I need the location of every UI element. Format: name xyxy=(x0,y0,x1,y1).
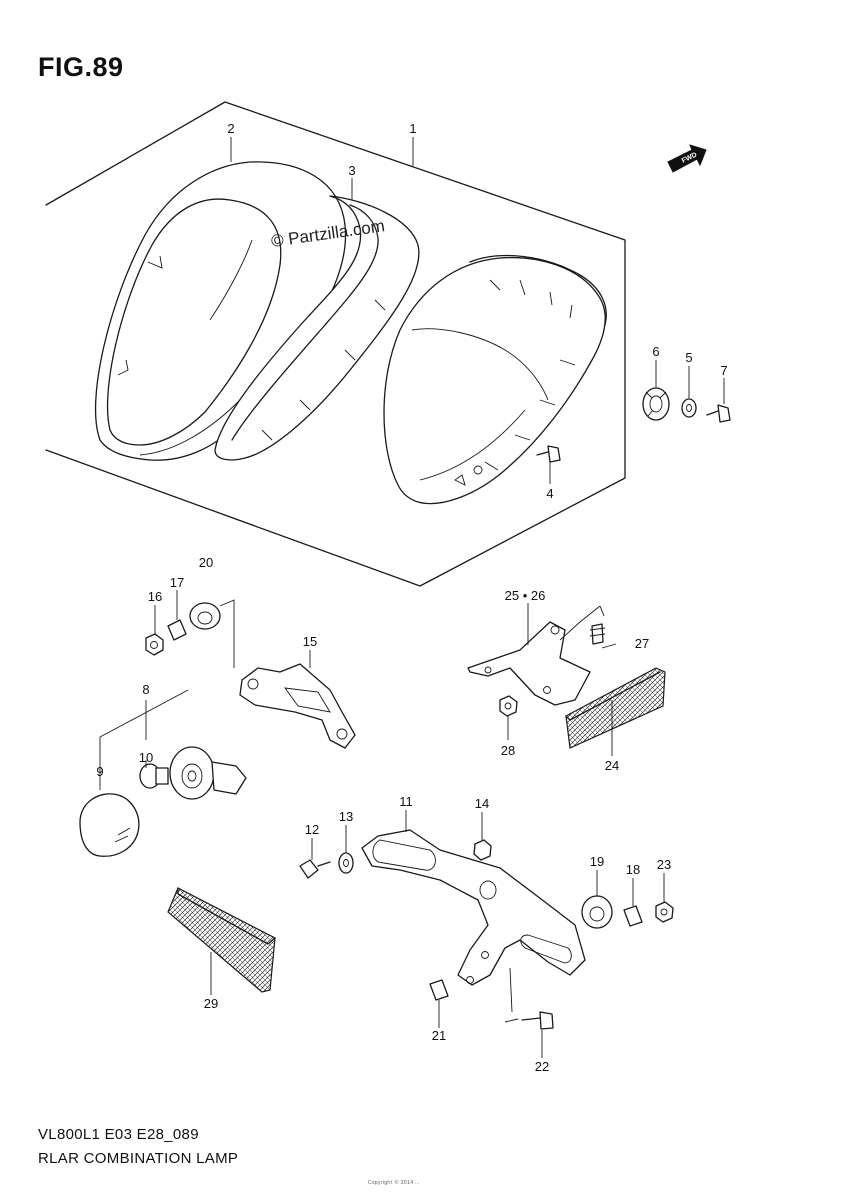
part-1-lamp-body xyxy=(383,254,607,505)
part-7-screw xyxy=(706,404,731,423)
part-11-bracket xyxy=(361,829,586,986)
part-15-bracket xyxy=(239,663,356,749)
part-18-collar xyxy=(623,905,643,927)
callout-2: 2 xyxy=(227,121,234,136)
callout-6: 6 xyxy=(652,344,659,359)
callout-25-26: 25 • 26 xyxy=(505,588,546,603)
callout-5: 5 xyxy=(685,350,692,365)
callout-21: 21 xyxy=(432,1028,446,1043)
part-6-grommet xyxy=(642,387,670,421)
part-8-socket xyxy=(169,746,247,800)
part-17-collar xyxy=(167,619,187,641)
part-9-lens-cap xyxy=(79,793,140,857)
part-27-screw xyxy=(589,623,606,645)
callout-7: 7 xyxy=(720,363,727,378)
leader-8-group xyxy=(99,689,189,738)
figure-title: FIG.89 xyxy=(38,52,124,82)
part-19-grommet xyxy=(581,895,613,929)
part-3-gasket xyxy=(214,195,420,461)
copyright-note: Copyright © 2014 ... xyxy=(368,1180,420,1186)
callout-18: 18 xyxy=(626,862,640,877)
callout-4: 4 xyxy=(546,486,553,501)
callout-10: 10 xyxy=(139,750,153,765)
callout-23: 23 xyxy=(657,857,671,872)
model-code: VL800L1 E03 E28_089 xyxy=(38,1126,199,1143)
part-22-bolt xyxy=(504,967,554,1030)
callout-3: 3 xyxy=(348,163,355,178)
part-25-26-bracket xyxy=(467,605,605,706)
assembly-box-outline xyxy=(45,101,626,587)
part-13-washer xyxy=(338,852,354,874)
callout-29: 29 xyxy=(204,996,218,1011)
part-14-nut xyxy=(473,839,492,861)
callout-27: 27 xyxy=(635,636,649,651)
callout-16: 16 xyxy=(148,589,162,604)
callout-17: 17 xyxy=(170,575,184,590)
callout-11: 11 xyxy=(399,794,413,809)
callout-1: 1 xyxy=(409,121,416,136)
callout-labels: 1 2 3 4 5 6 7 8 9 10 11 12 13 14 15 16 1… xyxy=(96,121,727,1074)
part-23-nut xyxy=(655,901,674,923)
section-name: RLAR COMBINATION LAMP xyxy=(38,1150,239,1167)
part-20-grommet xyxy=(189,602,221,630)
callout-12: 12 xyxy=(305,822,319,837)
part-24-reflector xyxy=(565,667,666,749)
callout-9: 9 xyxy=(96,764,103,779)
callout-19: 19 xyxy=(590,854,604,869)
callout-20: 20 xyxy=(199,555,213,570)
callout-8: 8 xyxy=(142,682,149,697)
part-12-screw xyxy=(299,859,331,879)
part-28-nut xyxy=(499,695,518,717)
part-21-collar xyxy=(429,979,449,1001)
part-29-reflector xyxy=(167,887,276,993)
part-5-washer xyxy=(681,398,697,418)
leader-lines xyxy=(145,137,725,1058)
callout-22: 22 xyxy=(535,1059,549,1074)
callout-14: 14 xyxy=(475,796,489,811)
callout-24: 24 xyxy=(605,758,619,773)
callout-13: 13 xyxy=(339,809,353,824)
part-2-lens-housing xyxy=(94,161,347,461)
fwd-arrow-icon: FWD xyxy=(667,144,707,173)
leader-20-bracket xyxy=(219,599,235,668)
part-16-nut xyxy=(145,633,164,656)
callout-15: 15 xyxy=(303,634,317,649)
part-10-bulb xyxy=(139,763,169,789)
part-4-screw xyxy=(536,445,561,463)
callout-28: 28 xyxy=(501,743,515,758)
